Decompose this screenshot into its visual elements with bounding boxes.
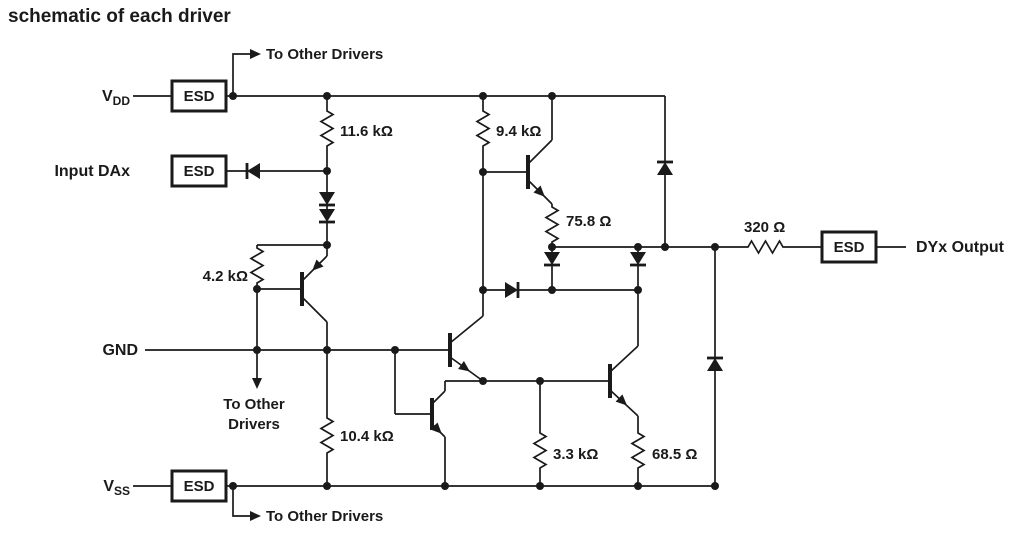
transistor-q1 <box>300 255 328 350</box>
resistor-75_8: 75.8 Ω <box>545 203 611 246</box>
junction-dots <box>229 92 719 490</box>
diode-level-shift-1-icon <box>317 190 337 207</box>
note-label: To Other Drivers <box>266 46 383 63</box>
resistor-value-label: 11.6 kΩ <box>340 123 393 140</box>
transistor-q4 <box>430 381 446 486</box>
page-title: schematic of each driver <box>8 6 231 27</box>
resistor-value-label: 4.2 kΩ <box>203 268 248 285</box>
esd-block-output: ESD <box>820 230 878 264</box>
pin-label-vss: VSS <box>103 478 130 498</box>
arrow-down-icon <box>252 378 262 389</box>
pin-label-input-dax: Input DAx <box>54 163 130 180</box>
pin-label-dyx-output: DYx Output <box>916 239 1005 256</box>
esd-label: ESD <box>184 88 215 105</box>
note-label-line2: Drivers <box>228 416 280 433</box>
resistor-value-label: 68.5 Ω <box>652 446 697 463</box>
resistor-68_5: 68.5 Ω <box>631 429 697 472</box>
transistor-q5 <box>608 290 639 430</box>
diode-input-icon <box>245 161 262 181</box>
resistor-symbol <box>250 244 264 287</box>
resistor-value-label: 9.4 kΩ <box>496 123 541 140</box>
esd-label: ESD <box>184 478 215 495</box>
diode-level-shift-2-icon <box>317 207 337 224</box>
pin-label-vdd: VDD <box>102 88 130 108</box>
resistor-symbol <box>476 107 490 150</box>
transistor-q3-emitter-arrow-icon <box>458 360 473 376</box>
resistor-symbol <box>545 203 559 246</box>
resistor-3k3: 3.3 kΩ <box>533 429 598 472</box>
esd-block-input: ESD <box>170 154 228 188</box>
resistor-symbol <box>320 107 334 150</box>
transistor-q3 <box>448 315 484 382</box>
note-to-other-drivers-bottom: To Other Drivers <box>250 508 383 525</box>
note-to-other-drivers-mid: To Other Drivers <box>223 378 285 433</box>
resistor-symbol <box>533 429 547 472</box>
resistor-9k4: 9.4 kΩ <box>476 107 541 150</box>
note-label-line1: To Other <box>223 396 285 413</box>
note-to-other-drivers-top: To Other Drivers <box>250 46 383 63</box>
resistor-value-label: 10.4 kΩ <box>340 428 394 445</box>
diode-vss-clamp-icon <box>705 356 725 373</box>
resistor-symbol <box>631 429 645 472</box>
diode-mid-forward-icon <box>503 280 520 300</box>
esd-block-vss: ESD <box>170 469 228 503</box>
resistor-value-label: 75.8 Ω <box>566 213 611 230</box>
esd-label: ESD <box>184 163 215 180</box>
arrow-right-icon <box>250 511 261 521</box>
pin-label-gnd: GND <box>102 342 138 359</box>
note-label: To Other Drivers <box>266 508 383 525</box>
diode-vdd-clamp-icon <box>655 160 675 177</box>
resistor-4k2: 4.2 kΩ <box>203 244 264 287</box>
diode-output-1-icon <box>542 250 562 267</box>
esd-label: ESD <box>834 239 865 256</box>
esd-block-vdd: ESD <box>170 79 228 113</box>
resistor-320: 320 Ω <box>744 219 787 254</box>
resistor-value-label: 320 Ω <box>744 219 785 236</box>
resistor-10k4: 10.4 kΩ <box>320 414 394 457</box>
resistor-symbol <box>744 240 787 254</box>
transistor-q2 <box>526 96 553 205</box>
resistor-value-label: 3.3 kΩ <box>553 446 598 463</box>
resistor-11k6: 11.6 kΩ <box>320 107 393 150</box>
arrow-right-icon <box>250 49 261 59</box>
diode-output-2-icon <box>628 250 648 267</box>
circuit-wires <box>133 53 906 517</box>
resistor-symbol <box>320 414 334 457</box>
